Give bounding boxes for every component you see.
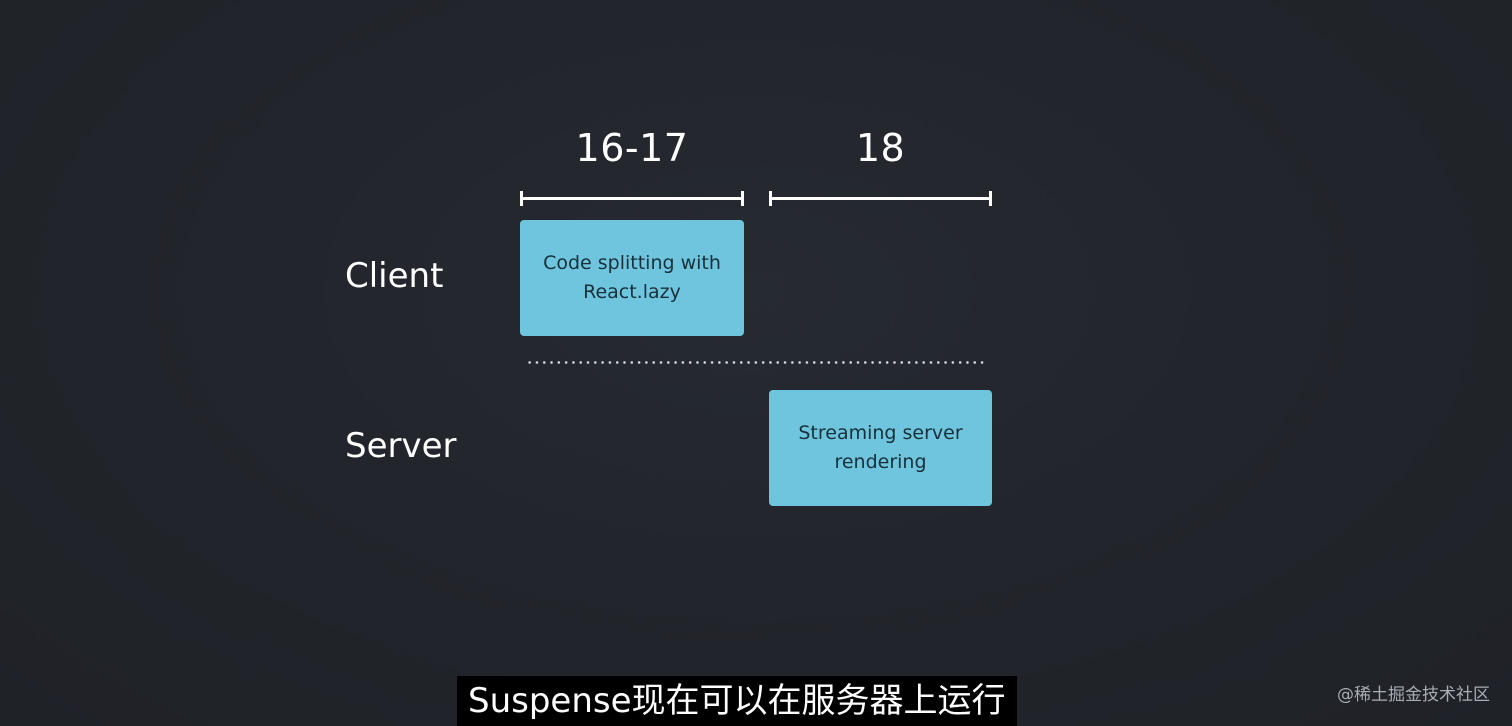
box-streaming-ssr: Streaming server rendering: [769, 390, 992, 506]
video-subtitle: Suspense现在可以在服务器上运行: [457, 676, 1017, 726]
box-streaming-ssr-line2: rendering: [834, 451, 927, 473]
range-bar-18: [769, 191, 992, 206]
dotted-divider: [526, 361, 988, 364]
box-streaming-ssr-line1: Streaming server: [798, 422, 963, 444]
row-label-client: Client: [345, 256, 444, 296]
box-code-splitting-line2: React.lazy: [583, 281, 681, 303]
column-label-18: 18: [855, 126, 906, 170]
range-bar-16-17: [520, 191, 744, 206]
row-label-server: Server: [345, 426, 457, 466]
box-code-splitting-line1: Code splitting with: [543, 252, 721, 274]
box-code-splitting: Code splitting with React.lazy: [520, 220, 744, 336]
column-label-16-17: 16-17: [575, 126, 689, 170]
watermark: @稀土掘金技术社区: [1337, 685, 1490, 705]
